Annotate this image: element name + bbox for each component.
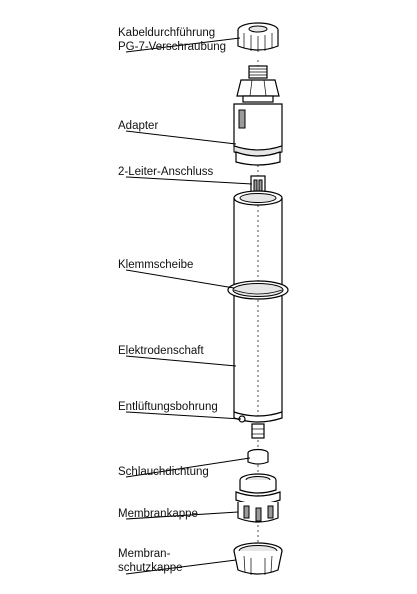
electrode-shaft-part [233,190,283,439]
label-membrankappe: Membrankappe [118,508,198,520]
label-klemmscheibe: Klemmscheibe [118,259,193,271]
label-schutzkappe: schutzkappe [118,562,183,574]
adapter-part [233,65,283,166]
label-pg7-verschraubung: PG-7-Verschraubung [118,41,226,53]
leader-adapter [125,130,237,145]
label-membran: Membran- [118,548,171,560]
label-kabeldurchfuehrung: Kabeldurchführung [118,27,215,39]
leader-kabel [125,37,241,53]
label-2-leiter-anschluss: 2-Leiter-Anschluss [118,166,213,178]
leader-schlauch [125,457,251,478]
clamp-washer-part [227,280,289,300]
membrane-protection-cap-part [233,542,283,575]
label-adapter: Adapter [118,120,158,132]
leader-klemmscheibe [125,269,235,289]
leader-leiter [125,176,253,185]
membrane-cap-part [235,473,281,523]
label-schlauchdichtung: Schlauchdichtung [118,466,209,478]
cable-gland-part [237,22,279,52]
label-entlueftungsbohrung: Entlüftungsbohrung [118,401,218,413]
leader-entlueftung [125,411,242,420]
leader-schutz [125,559,237,575]
leader-membrankappe [125,511,239,520]
label-elektrodenschaft: Elektrodenschaft [118,345,204,357]
hose-seal-part [247,448,269,465]
leader-schaft [125,355,237,367]
